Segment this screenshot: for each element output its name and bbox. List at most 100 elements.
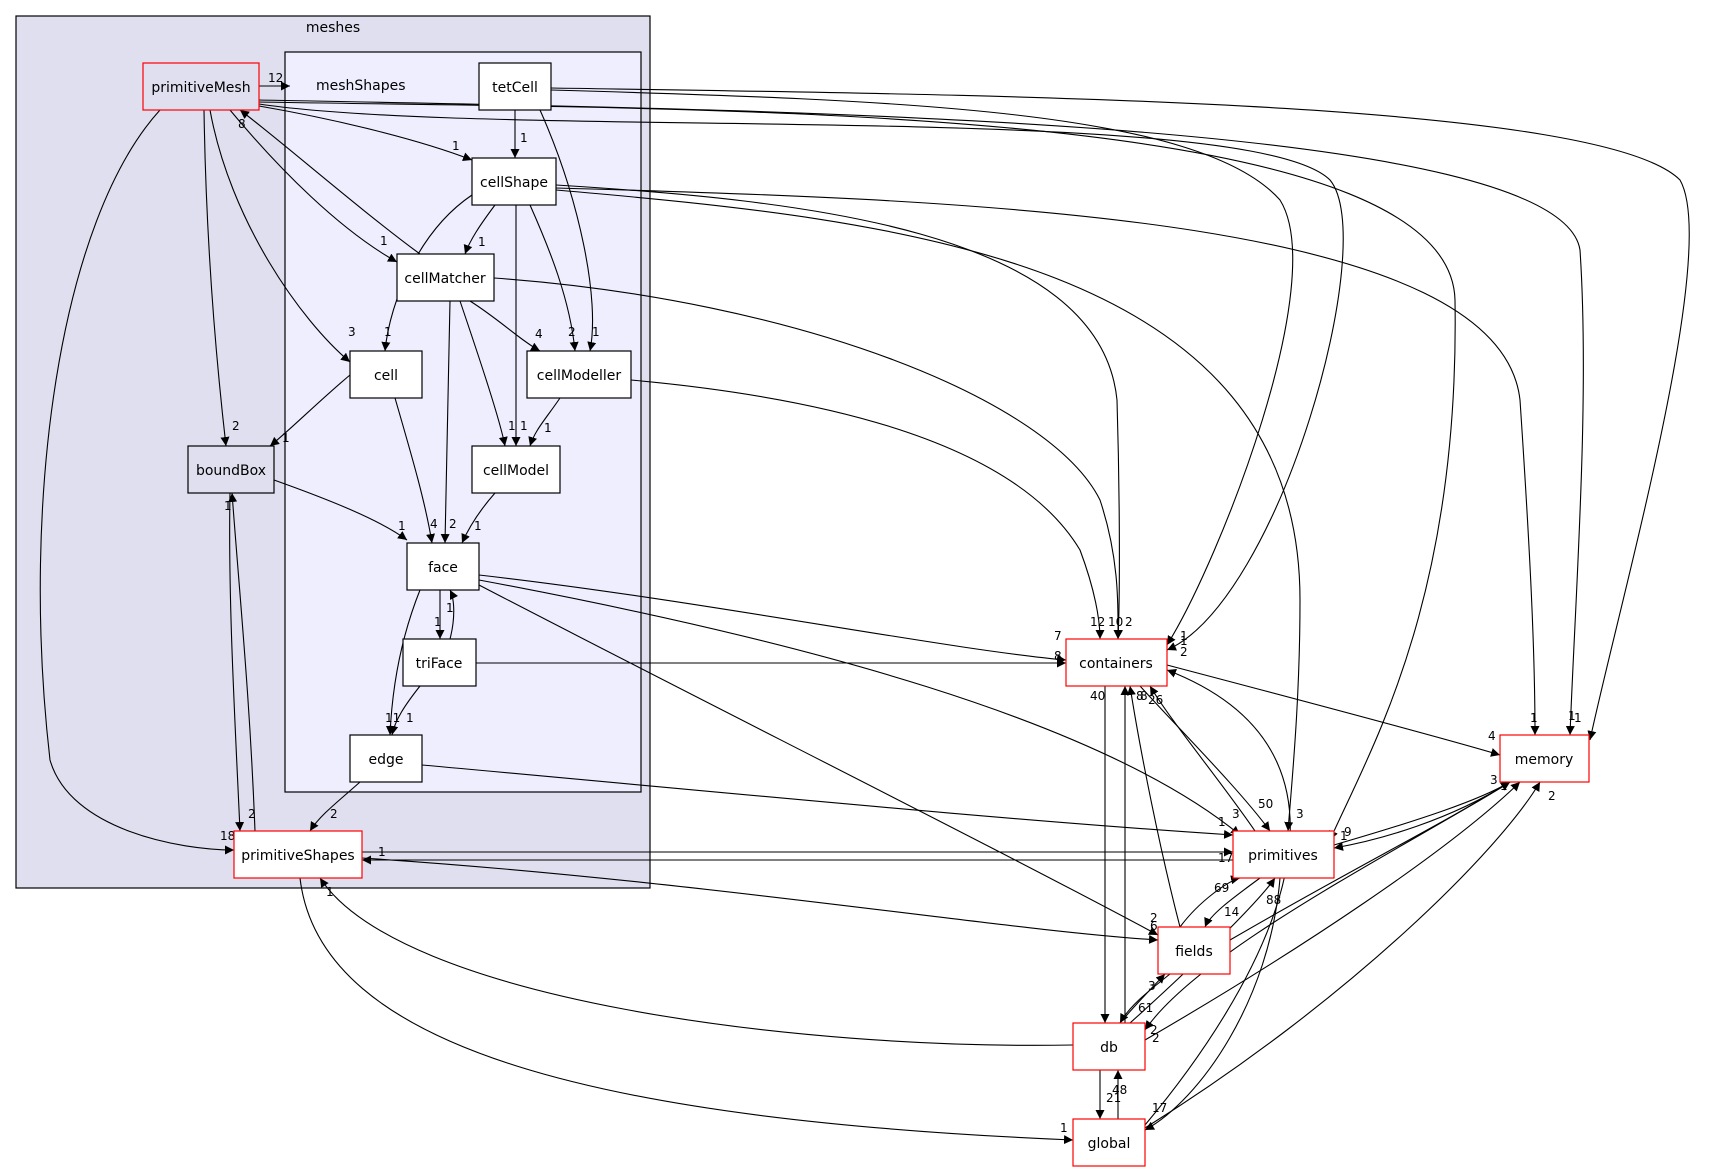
node-label: cellModeller bbox=[537, 368, 622, 384]
edge-label-cellMatcher-to-face: 2 bbox=[449, 517, 457, 531]
edge-fields-to-primitives bbox=[1179, 875, 1241, 928]
edge-memory-to-db bbox=[1144, 781, 1511, 1031]
edge-containers-to-memory bbox=[1166, 664, 1501, 757]
edge-label-cellModeller-to-cellModel: 1 bbox=[544, 421, 552, 435]
edge-label-cellShape-to-primitives: 3 bbox=[1296, 807, 1304, 821]
edge-face-to-containers bbox=[478, 574, 1067, 664]
edge-cell-to-boundBox bbox=[269, 374, 351, 447]
edge-label-containers-to-memory: 4 bbox=[1488, 729, 1496, 743]
node-db[interactable]: db bbox=[1072, 1022, 1146, 1071]
edge-cell-to-face bbox=[394, 397, 435, 544]
edge-label-cell-to-face: 4 bbox=[430, 517, 438, 531]
node-primitiveMesh[interactable]: primitiveMesh bbox=[142, 62, 260, 111]
edge-tetCell-to-cellModeller bbox=[539, 109, 597, 352]
edge-primitiveMesh-to-primitiveShapes bbox=[39, 109, 235, 855]
edge-cellMatcher-to-primitiveMesh bbox=[239, 109, 421, 255]
edge-label-primitives-to-fields: 14 bbox=[1224, 905, 1239, 919]
edge-primitiveMesh-to-memory bbox=[258, 99, 1584, 736]
node-containers[interactable]: containers bbox=[1065, 638, 1168, 687]
edge-face-to-edge bbox=[385, 589, 421, 736]
edge-label-fields-to-primitives: 69 bbox=[1214, 881, 1229, 895]
edge-db-to-memory bbox=[1144, 781, 1521, 1041]
edge-cellShape-to-containers bbox=[555, 184, 1123, 640]
edge-label-boundBox-to-face: 1 bbox=[398, 519, 406, 533]
edge-label-cellModeller-to-containers: 12 bbox=[1090, 615, 1105, 629]
edge-label-db-to-fields: 3 bbox=[1148, 979, 1156, 993]
node-cellShape[interactable]: cellShape bbox=[471, 157, 557, 206]
node-edge[interactable]: edge bbox=[349, 734, 423, 783]
node-label: cellModel bbox=[483, 463, 549, 479]
edge-primitiveMesh-to-cellShape bbox=[258, 105, 473, 161]
edge-face-to-primitives bbox=[478, 579, 1241, 836]
node-tetCell[interactable]: tetCell bbox=[478, 62, 552, 111]
edge-edge-to-primitiveShapes bbox=[309, 781, 361, 832]
edge-cellModeller-to-containers bbox=[630, 379, 1105, 640]
edge-label-primitiveMesh-to-primitiveShapes: 18 bbox=[220, 829, 235, 843]
edge-cellShape-to-memory bbox=[555, 187, 1540, 736]
node-triFace[interactable]: triFace bbox=[402, 638, 477, 687]
edge-label-global-to-memory: 2 bbox=[1548, 789, 1556, 803]
edge-cellMatcher-to-cellModeller bbox=[469, 300, 541, 352]
edge-cellMatcher-to-cellModel bbox=[459, 300, 508, 447]
edge-db-to-fields bbox=[1119, 973, 1166, 1024]
edge-global-to-containers bbox=[1144, 669, 1291, 1126]
edge-db-to-primitiveShapes bbox=[319, 877, 1074, 1046]
edge-face-to-fields bbox=[478, 584, 1159, 936]
edge-primitiveMesh-to-cell bbox=[209, 109, 351, 363]
edge-label-primitiveMesh-to-primitives: 1 bbox=[1340, 829, 1348, 843]
edge-primitiveShapes-to-global bbox=[299, 877, 1074, 1145]
edge-label-primitiveShapes-to-boundBox: 1 bbox=[224, 499, 232, 513]
edge-primitives-to-containers bbox=[1149, 685, 1256, 832]
edge-cellModeller-to-cellModel bbox=[528, 397, 561, 447]
node-global[interactable]: global bbox=[1072, 1118, 1146, 1167]
edge-fields-to-db bbox=[1119, 973, 1171, 1024]
edge-boundBox-to-primitiveShapes bbox=[229, 492, 245, 832]
edge-label-cellMatcher-to-cellModeller: 4 bbox=[535, 327, 543, 341]
edge-label-cellShape-to-cellModeller: 2 bbox=[568, 325, 576, 339]
edge-label-cellMatcher-to-cellModel: 1 bbox=[508, 419, 516, 433]
edge-cellShape-to-cellMatcher bbox=[463, 204, 496, 255]
edge-tetCell-to-memory bbox=[550, 87, 1690, 741]
edge-label-cellMatcher-to-primitiveMesh: 8 bbox=[238, 117, 246, 131]
node-fields[interactable]: fields bbox=[1157, 926, 1231, 975]
node-cellModeller[interactable]: cellModeller bbox=[526, 350, 632, 399]
edge-label-db-to-primitives: 88 bbox=[1266, 893, 1281, 907]
edge-global-to-memory bbox=[1144, 781, 1541, 1129]
node-label: cellMatcher bbox=[404, 271, 485, 287]
node-cell[interactable]: cell bbox=[349, 350, 423, 399]
edge-label-face-to-containers: 7 bbox=[1054, 629, 1062, 643]
cluster-meshShapes-label: meshShapes bbox=[316, 78, 406, 94]
node-boundBox[interactable]: boundBox bbox=[187, 445, 275, 494]
edge-containers-to-primitives bbox=[1139, 685, 1271, 832]
edge-label-primitives-to-containers: 26 bbox=[1148, 693, 1163, 707]
edge-label-face-to-edge: 11 bbox=[385, 711, 400, 725]
edge-label-tetCell-to-cellModeller: 1 bbox=[592, 325, 600, 339]
node-cellModel[interactable]: cellModel bbox=[471, 445, 561, 494]
node-primitives[interactable]: primitives bbox=[1232, 830, 1335, 879]
node-label: db bbox=[1100, 1040, 1118, 1056]
edge-cellMatcher-to-containers bbox=[493, 277, 1123, 640]
node-label: memory bbox=[1515, 752, 1574, 768]
node-label: face bbox=[428, 560, 458, 576]
node-primitiveShapes[interactable]: primitiveShapes bbox=[233, 830, 363, 879]
edge-label-cell-to-boundBox: 1 bbox=[282, 431, 290, 445]
edge-label-fields-to-memory: 1 bbox=[1500, 779, 1508, 793]
edge-label-edge-to-primitiveShapes: 2 bbox=[330, 807, 338, 821]
edge-cellMatcher-to-face bbox=[440, 300, 451, 544]
node-memory[interactable]: memory bbox=[1499, 734, 1590, 783]
edge-label-fields-to-db: 61 bbox=[1138, 1001, 1153, 1015]
edge-label-global-to-db: 48 bbox=[1112, 1083, 1127, 1097]
edge-triFace-to-face bbox=[449, 589, 459, 640]
node-label: cell bbox=[374, 368, 398, 384]
node-face[interactable]: face bbox=[406, 542, 480, 591]
edge-label-primitiveMesh-to-cellMatcher: 1 bbox=[380, 234, 388, 248]
edge-boundBox-to-face bbox=[273, 479, 408, 541]
node-label: primitiveMesh bbox=[151, 80, 250, 96]
edge-primitiveMesh-to-containers bbox=[258, 103, 1344, 651]
edge-label-primitives-to-memory: 3 bbox=[1490, 773, 1498, 787]
node-cellMatcher[interactable]: cellMatcher bbox=[396, 253, 495, 302]
edge-primitives-to-memory bbox=[1333, 781, 1511, 846]
edge-cellModel-to-face bbox=[461, 492, 496, 544]
edge-label-cellShape-to-cellMatcher: 1 bbox=[478, 235, 486, 249]
edge-label-tetCell-to-containers: 1 bbox=[1180, 629, 1188, 643]
